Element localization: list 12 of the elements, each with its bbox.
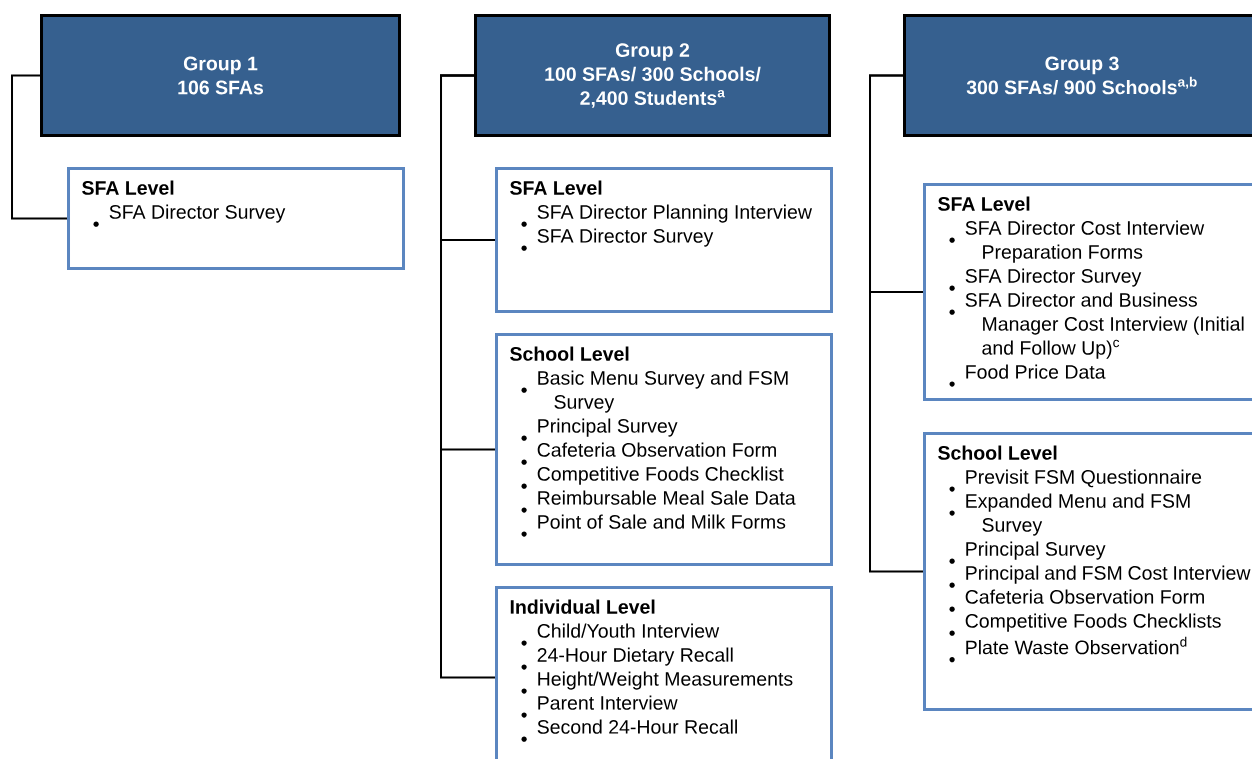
level-box: School Level Previsit FSM Questionnaire Expanded Menu and FSM Survey Principal Survey Principal and FSM Cost Interview Cafeteria Observation Form Competitive Foods Checklists Plate Waste Observation$^{d}$	[923, 432, 1252, 711]
connector-line	[11, 74, 68, 220]
level-box: School Level Basic Menu Survey and FSM Survey Principal Survey Cafeteria Observation Form Competitive Foods Checklist Reimbursable Meal Sale Data Point of Sale and Milk Forms	[495, 333, 833, 566]
level-box: SFA Level SFA Director Cost Interview Preparation Forms SFA Director Survey SFA Director and Business Manager Cost Interview (Initial and Follow Up)$^{c}$ Food Price Data	[923, 183, 1252, 401]
connector-line	[440, 74, 496, 679]
group-header-box: Group 2 100 SFAs/ 300 Schools/ 2,400 Students$^{a}$	[474, 14, 831, 137]
connector-line	[869, 74, 924, 573]
level-box: SFA Level SFA Director Planning Interview SFA Director Survey	[495, 167, 833, 313]
group-header-box: Group 3 300 SFAs/ 900 Schools$^{a,b}$	[903, 14, 1252, 137]
level-box: SFA Level SFA Director Survey	[67, 167, 405, 270]
level-box: Individual Level Child/Youth Interview 24-Hour Dietary Recall Height/Weight Measurements Parent Interview Second 24-Hour Recall	[495, 586, 833, 759]
group-header-box: Group 1 106 SFAs	[40, 14, 401, 137]
